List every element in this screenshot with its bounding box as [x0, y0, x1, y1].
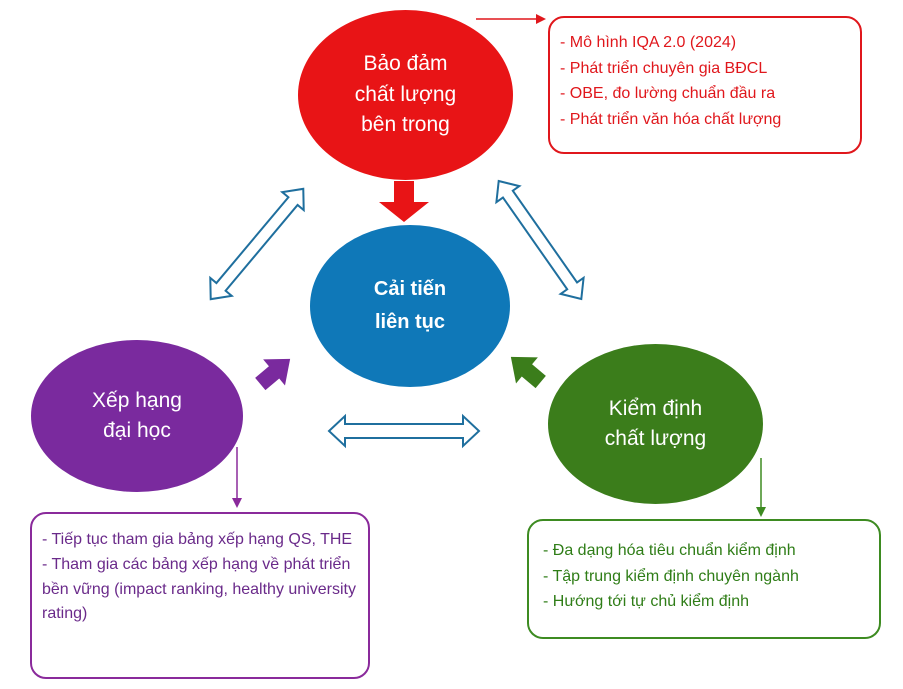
continuous-improvement-node: Cải tiến liên tục [310, 225, 510, 387]
ranking-iqa-double-arrow [209, 187, 305, 301]
ranking-node: Xếp hạng đại học [31, 340, 243, 492]
continuous-improvement-label: Cải tiến liên tục [373, 278, 447, 333]
iqa-detail-item: - Mô hình IQA 2.0 (2024) [560, 34, 737, 51]
ranking-to-center-arrow [255, 358, 291, 391]
ranking-details-box: - Tiếp tục tham gia bảng xếp hạng QS, TH… [30, 512, 370, 679]
iqa-accreditation-double-arrow [495, 179, 585, 301]
iqa-to-center-arrow [379, 181, 429, 222]
iqa-detail-item: - OBE, đo lường chuẩn đầu ra [560, 85, 776, 103]
iqa-detail-item: - Phát triển văn hóa chất lượng [560, 110, 782, 128]
iqa-detail-item: - Phát triển chuyên gia BĐCL [560, 59, 768, 77]
ranking-node-label: Xếp hạng đại học [92, 388, 182, 442]
accreditation-to-center-arrow [510, 356, 546, 389]
accreditation-detail-item: - Tập trung kiểm định chuyên ngành [543, 567, 799, 585]
ranking-detail-item: - Tham gia các bảng xếp hạng về phát tri… [42, 555, 356, 623]
ranking-accreditation-double-arrow [327, 413, 481, 449]
iqa-details-box: - Mô hình IQA 2.0 (2024) - Phát triển ch… [548, 16, 862, 154]
iqa-node-label: Bảo đảm chất lượng bên trong [354, 52, 457, 137]
accreditation-node: Kiểm định chất lượng [548, 344, 763, 504]
iqa-node: Bảo đảm chất lượng bên trong [298, 10, 513, 180]
ranking-detail-item: - Tiếp tục tham gia bảng xếp hạng QS, TH… [42, 531, 353, 548]
accreditation-detail-item: - Đa dạng hóa tiêu chuẩn kiểm định [543, 542, 796, 559]
accreditation-details-box: - Đa dạng hóa tiêu chuẩn kiểm định - Tập… [527, 519, 881, 639]
accreditation-detail-item: - Hướng tới tự chủ kiểm định [543, 593, 750, 611]
accreditation-node-label: Kiểm định chất lượng [604, 396, 707, 450]
